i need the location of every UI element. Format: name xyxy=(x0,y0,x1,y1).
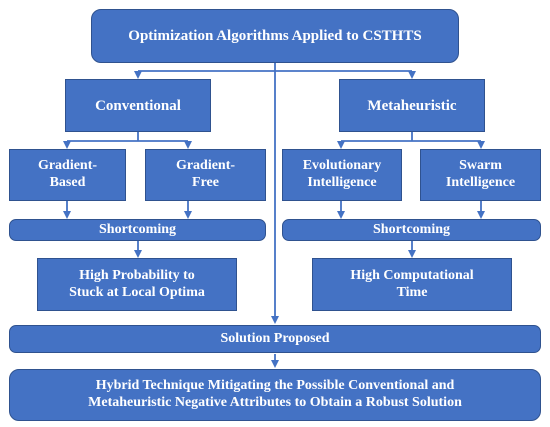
hybrid-line2: Metaheuristic Negative Attributes to Obt… xyxy=(88,395,462,410)
computational-time-line2: Time xyxy=(396,284,428,300)
evolutionary-line2: Intelligence xyxy=(307,175,377,190)
evolutionary-line1: Evolutionary xyxy=(302,158,382,174)
metaheuristic-box: Metaheuristic xyxy=(339,79,485,132)
gradient-based-line1: Gradient- xyxy=(37,158,98,174)
gradient-based-line2: Based xyxy=(49,175,86,190)
hybrid-line1: Hybrid Technique Mitigating the Possible… xyxy=(95,378,455,394)
local-optima-line2: Stuck at Local Optima xyxy=(69,284,205,300)
conventional-shortcoming-label: Shortcoming xyxy=(99,221,176,237)
conventional-box: Conventional xyxy=(65,79,211,132)
gradient-free-box: Gradient-Free xyxy=(145,149,266,201)
gradient-based-box: Gradient-Based xyxy=(9,149,126,201)
hybrid-technique-box: Hybrid Technique Mitigating the Possible… xyxy=(9,369,541,421)
title-text: Optimization Algorithms Applied to CSTHT… xyxy=(128,28,422,44)
gradient-free-line2: Free xyxy=(192,175,219,190)
swarm-line1: Swarm xyxy=(459,158,502,174)
conventional-shortcoming-bar: Shortcoming xyxy=(9,219,266,241)
conventional-label: Conventional xyxy=(95,97,181,114)
solution-proposed-label: Solution Proposed xyxy=(220,330,330,346)
local-optima-line1: High Probability to xyxy=(79,267,195,283)
computational-time-line1: High Computational xyxy=(350,267,474,283)
metaheuristic-shortcoming-label: Shortcoming xyxy=(373,221,450,237)
title-box: Optimization Algorithms Applied to CSTHT… xyxy=(91,9,459,63)
metaheuristic-label: Metaheuristic xyxy=(367,97,457,114)
gradient-free-line1: Gradient- xyxy=(175,158,236,174)
solution-proposed-bar: Solution Proposed xyxy=(9,325,541,353)
metaheuristic-shortcoming-bar: Shortcoming xyxy=(282,219,541,241)
swarm-line2: Intelligence xyxy=(445,175,516,190)
